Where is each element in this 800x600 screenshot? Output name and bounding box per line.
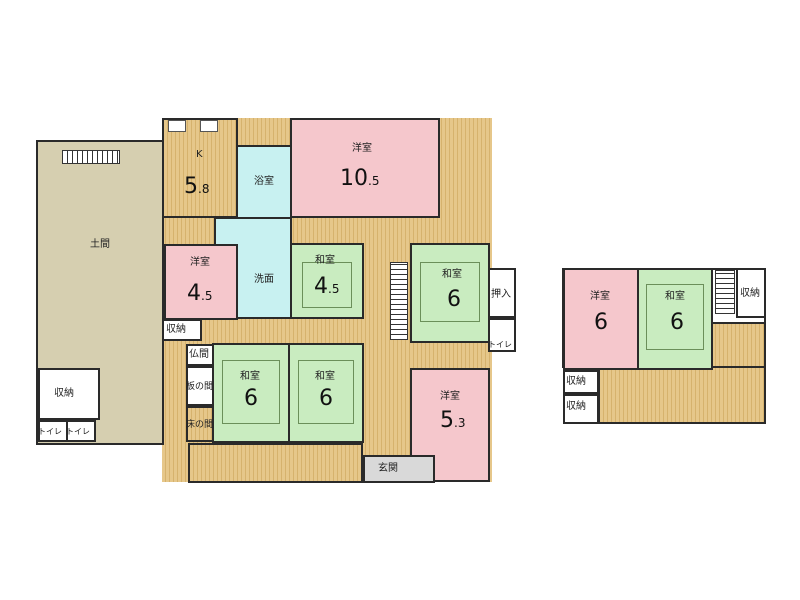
doma-stairs bbox=[62, 150, 120, 164]
toilet-mid-label: トイレ bbox=[488, 340, 512, 349]
butsuma-label: 仏間 bbox=[189, 349, 209, 360]
sink-icon bbox=[168, 120, 186, 132]
floor2-japanese-size: 6 bbox=[670, 310, 684, 335]
tatami-mat bbox=[302, 262, 352, 308]
japanese-room-6-right-size: 6 bbox=[447, 287, 461, 312]
tatami-mat bbox=[646, 284, 704, 350]
oshiire-label: 押入 bbox=[491, 289, 511, 300]
stove-icon bbox=[200, 120, 218, 132]
floor2-storage-right-label: 収納 bbox=[740, 288, 760, 299]
tatami-mat bbox=[222, 360, 280, 424]
western-room-4-5-label: 洋室 bbox=[190, 257, 210, 268]
floor2-storage-left-a bbox=[563, 370, 599, 394]
japanese-room-6b-label: 和室 bbox=[315, 371, 335, 382]
itanoma-label: 板の間 bbox=[186, 382, 214, 392]
japanese-room-6-right bbox=[410, 243, 490, 343]
washroom-label: 洗面 bbox=[254, 274, 274, 285]
tatami-mat bbox=[420, 262, 480, 322]
floor2-western-label: 洋室 bbox=[590, 291, 610, 302]
bath-label: 浴室 bbox=[254, 176, 274, 187]
floor2-japanese-room bbox=[637, 268, 713, 370]
japanese-room-4-5-size: 4.5 bbox=[314, 274, 340, 299]
japanese-room-6a-size: 6 bbox=[244, 386, 258, 411]
kitchen-room bbox=[162, 118, 238, 218]
floor2-western-room bbox=[563, 268, 639, 370]
japanese-room-6-right-label: 和室 bbox=[442, 269, 462, 280]
doma-label: 土間 bbox=[90, 239, 110, 250]
japanese-room-6b bbox=[288, 343, 364, 443]
itanoma bbox=[186, 366, 214, 406]
doma-storage-label: 収納 bbox=[54, 388, 74, 399]
toilet-left-2 bbox=[66, 420, 96, 442]
floor2-storage-left-b bbox=[563, 394, 599, 424]
floor2-storage-left-a-label: 収納 bbox=[566, 376, 586, 387]
toilet-left-1-label: トイレ bbox=[38, 427, 62, 436]
japanese-room-6b-size: 6 bbox=[319, 386, 333, 411]
doma-storage bbox=[38, 368, 100, 420]
storage-mid bbox=[162, 319, 202, 341]
western-room-10-label: 洋室 bbox=[352, 143, 372, 154]
floor2-storage-left-b-label: 収納 bbox=[566, 401, 586, 412]
toilet-left-2-label: トイレ bbox=[66, 427, 90, 436]
western-room-10-size: 10.5 bbox=[340, 166, 380, 191]
bath-room bbox=[236, 145, 292, 219]
japanese-room-6a bbox=[212, 343, 290, 443]
floor2-japanese-label: 和室 bbox=[665, 291, 685, 302]
tokonoma-label: 床の間 bbox=[186, 420, 214, 430]
veranda-bottom bbox=[188, 443, 363, 483]
kitchen-size: 5.8 bbox=[184, 174, 210, 199]
entrance bbox=[363, 455, 435, 483]
floor2-stairs bbox=[715, 270, 735, 314]
floor2-storage-right bbox=[736, 268, 766, 318]
japanese-room-6a-label: 和室 bbox=[240, 371, 260, 382]
floor2-western-size: 6 bbox=[594, 310, 608, 335]
main-stairs bbox=[390, 262, 408, 340]
entrance-label: 玄関 bbox=[378, 463, 398, 474]
western-room-4-5-size: 4.5 bbox=[187, 281, 213, 306]
japanese-room-4-5-label: 和室 bbox=[315, 255, 335, 266]
kitchen-label: K bbox=[196, 149, 203, 160]
tatami-mat bbox=[298, 360, 354, 424]
western-room-5-3-label: 洋室 bbox=[440, 391, 460, 402]
oshiire-closet bbox=[488, 268, 516, 318]
western-room-4-5 bbox=[164, 244, 238, 320]
western-room-10 bbox=[290, 118, 440, 218]
western-room-5-3-size: 5.3 bbox=[440, 408, 466, 433]
toilet-mid bbox=[488, 318, 516, 352]
storage-mid-label: 収納 bbox=[166, 324, 186, 335]
